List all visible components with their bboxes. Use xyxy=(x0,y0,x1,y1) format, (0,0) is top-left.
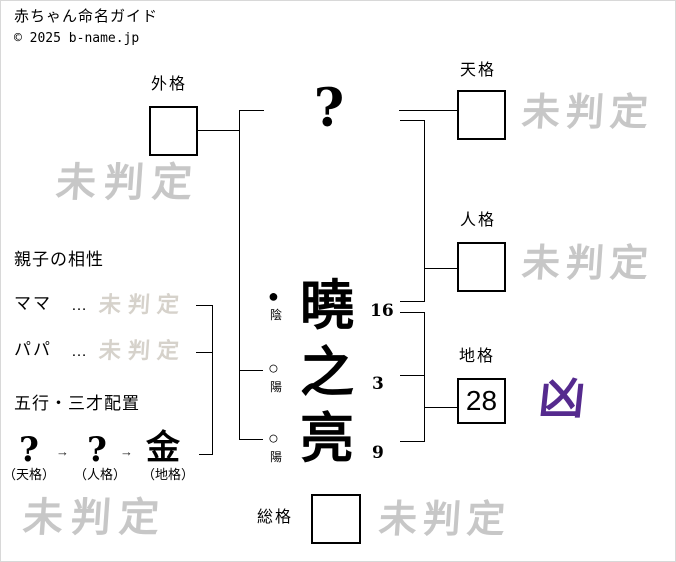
connector-line xyxy=(240,370,263,371)
five-elements-tenkaku-label: （天格） xyxy=(3,467,56,482)
yin-yang-label-3: 陽 xyxy=(270,450,283,464)
soukaku-status-watermark: 未判定 xyxy=(377,496,513,541)
soukaku-box xyxy=(311,494,361,544)
given-char-2: 之 xyxy=(300,340,354,404)
compat-row-papa-dots: … xyxy=(71,343,87,360)
stroke-count-1: 16 xyxy=(370,301,394,321)
jinkaku-label: 人格 xyxy=(460,212,497,229)
yin-yang-mark-1: ● xyxy=(268,286,279,306)
jinkaku-box xyxy=(457,242,506,292)
five-elements-jinkaku-label: （人格） xyxy=(74,467,127,482)
connector-line xyxy=(212,305,213,455)
connector-line xyxy=(240,110,264,111)
connector-line xyxy=(400,375,424,376)
five-elements-heading: 五行・三才配置 xyxy=(14,394,140,413)
connector-line xyxy=(400,312,424,313)
compat-row-papa-value: 未判定 xyxy=(98,338,187,364)
soukaku-label: 総格 xyxy=(257,509,294,526)
connector-line xyxy=(239,110,240,440)
site-title: 赤ちゃん命名ガイド xyxy=(14,8,159,25)
five-elements-jinkaku-value: ? xyxy=(87,430,107,470)
chikaku-label: 地格 xyxy=(459,348,496,365)
arrow-right-icon: → xyxy=(120,444,133,459)
gaikaku-box xyxy=(149,106,198,156)
connector-line xyxy=(425,268,457,269)
jinkaku-status-watermark: 未判定 xyxy=(520,240,656,285)
arrow-right-icon: → xyxy=(56,444,69,459)
connector-line xyxy=(196,352,212,353)
gaikaku-label: 外格 xyxy=(151,76,188,93)
chikaku-status-kyou: 凶 xyxy=(536,371,588,425)
stroke-count-2: 3 xyxy=(372,374,384,394)
connector-line xyxy=(399,110,457,111)
connector-line xyxy=(196,305,212,306)
tenkaku-status-watermark: 未判定 xyxy=(520,89,656,134)
gaikaku-status-watermark: 未判定 xyxy=(54,159,202,206)
yin-yang-label-2: 陽 xyxy=(270,380,283,394)
chikaku-value: 28 xyxy=(465,385,498,416)
yin-yang-mark-3: ○ xyxy=(268,428,279,448)
connector-line xyxy=(400,120,424,121)
compat-row-mama-dots: … xyxy=(71,297,87,314)
connector-line xyxy=(198,130,239,131)
stroke-count-3: 9 xyxy=(372,443,384,463)
compat-row-mama-label: ママ xyxy=(14,294,52,313)
connector-line xyxy=(425,407,457,408)
compat-row-mama-value: 未判定 xyxy=(98,292,187,318)
five-elements-chikaku-label: （地格） xyxy=(142,467,195,482)
five-elements-chikaku-value: 金 xyxy=(146,428,180,468)
surname-char: ? xyxy=(313,78,345,139)
given-char-1: 曉 xyxy=(300,273,354,337)
chikaku-box: 28 xyxy=(457,378,506,424)
copyright-text: © 2025 b-name.jp xyxy=(14,31,140,46)
connector-line xyxy=(424,312,425,442)
connector-line xyxy=(400,441,424,442)
compatibility-heading: 親子の相性 xyxy=(14,250,104,269)
five-elements-tenkaku-value: ? xyxy=(19,430,39,470)
connector-line xyxy=(199,454,212,455)
connector-line xyxy=(424,120,425,302)
yin-yang-label-1: 陰 xyxy=(270,308,283,322)
compat-row-papa-label: パパ xyxy=(14,340,52,359)
tenkaku-box xyxy=(457,90,506,140)
tenkaku-label: 天格 xyxy=(460,62,497,79)
given-char-3: 亮 xyxy=(300,406,354,470)
yin-yang-mark-2: ○ xyxy=(268,358,279,378)
connector-line xyxy=(400,301,424,302)
connector-line xyxy=(240,439,263,440)
bottom-left-watermark: 未判定 xyxy=(21,494,169,541)
